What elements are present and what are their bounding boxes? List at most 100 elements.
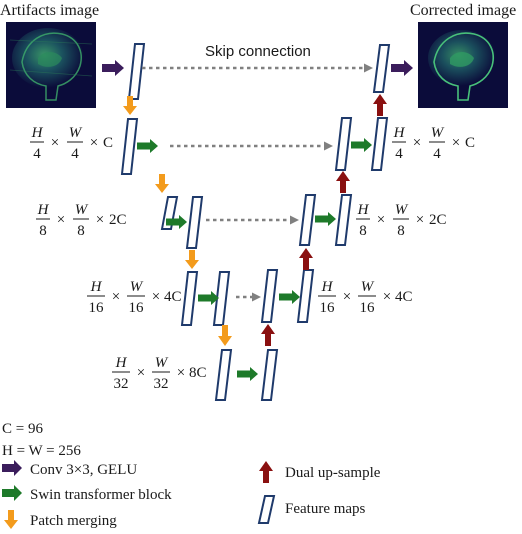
feature-map (370, 117, 389, 171)
skip-arrowhead (252, 292, 261, 302)
svg-text:H: H (115, 355, 128, 371)
feature-map (160, 196, 179, 230)
svg-text:H: H (357, 202, 370, 218)
swin-arrow (137, 139, 158, 153)
upsample-arrow (373, 94, 387, 116)
svg-text:×: × (383, 289, 391, 305)
legend: Conv 3×3, GELU Swin transformer block Pa… (2, 460, 381, 529)
feature-map (296, 269, 315, 323)
feature-map (372, 44, 391, 93)
dimension-label-level-3-left: H 16 × W 16 × 4C (87, 279, 182, 316)
feature-map (334, 194, 353, 246)
svg-text:W: W (155, 355, 169, 371)
conv-arrow (102, 60, 124, 76)
svg-text:8: 8 (359, 223, 367, 239)
svg-text:W: W (431, 125, 445, 141)
svg-text:4: 4 (433, 146, 441, 162)
svg-text:×: × (177, 365, 185, 381)
dimension-label-level-1-right: H 4 × W 4 × C (392, 125, 475, 162)
legend-swin-label: Swin transformer block (30, 487, 172, 503)
merge-arrow (185, 250, 199, 269)
upsample-arrow (336, 171, 350, 193)
svg-text:H: H (90, 279, 103, 295)
conv-arrow (391, 60, 413, 76)
svg-text:×: × (452, 135, 460, 151)
merge-arrow (155, 174, 169, 193)
svg-text:×: × (416, 212, 424, 228)
legend-upsample-arrow-icon (259, 461, 273, 483)
feature-map (260, 349, 279, 401)
dimension-label-level-1-left: H 4 × W 4 × C (30, 125, 113, 162)
svg-text:W: W (69, 125, 83, 141)
svg-text:×: × (152, 289, 160, 305)
legend-conv-label: Conv 3×3, GELU (30, 462, 137, 478)
param-hw: H = W = 256 (2, 443, 81, 459)
input-image-title: Artifacts image (0, 2, 99, 19)
skip-arrowhead (324, 141, 333, 151)
svg-text:×: × (413, 135, 421, 151)
swin-arrow (279, 290, 300, 304)
svg-text:32: 32 (154, 376, 169, 392)
swin-arrow (351, 138, 372, 152)
feature-map (127, 43, 146, 100)
svg-text:H: H (393, 125, 406, 141)
merge-arrow (123, 96, 137, 115)
svg-text:32: 32 (114, 376, 129, 392)
svg-text:H: H (31, 125, 44, 141)
feature-map (298, 194, 317, 246)
legend-conv-arrow-icon (2, 460, 22, 476)
legend-swin-arrow-icon (2, 485, 22, 501)
svg-text:16: 16 (360, 300, 376, 316)
legend-feature-label: Feature maps (285, 501, 366, 517)
svg-text:×: × (377, 212, 385, 228)
svg-text:W: W (130, 279, 144, 295)
dimension-label-level-4: H 32 × W 32 × 8C (112, 355, 207, 392)
swin-arrow (166, 215, 187, 229)
legend-feature-map-icon (257, 495, 276, 524)
skip-connection-label: Skip connection (205, 43, 311, 60)
svg-text:4C: 4C (395, 289, 413, 305)
swin-arrow (315, 212, 336, 226)
legend-upsample-label: Dual up-sample (285, 465, 381, 481)
swin-arrow (198, 291, 219, 305)
svg-text:C: C (465, 135, 475, 151)
swin-arrow (237, 367, 258, 381)
svg-text:W: W (75, 202, 89, 218)
svg-text:H: H (321, 279, 334, 295)
dimension-label-level-3-right: H 16 × W 16 × 4C (318, 279, 413, 316)
feature-map (185, 196, 204, 249)
feature-map (214, 349, 233, 401)
feature-map (260, 269, 279, 323)
svg-text:8C: 8C (189, 365, 207, 381)
artifacts-mri-image (6, 22, 96, 108)
upsample-arrow (261, 324, 275, 346)
skip-arrowhead (364, 63, 373, 73)
dimension-label-level-2-left: H 8 × W 8 × 2C (36, 202, 127, 239)
svg-text:×: × (343, 289, 351, 305)
output-image-title: Corrected image (410, 2, 516, 19)
svg-text:H: H (37, 202, 50, 218)
corrected-mri-image (418, 22, 508, 108)
feature-map (180, 271, 199, 326)
skip-arrowhead (290, 215, 299, 225)
legend-merge-label: Patch merging (30, 513, 117, 529)
svg-text:C: C (103, 135, 113, 151)
svg-text:16: 16 (320, 300, 336, 316)
param-c: C = 96 (2, 421, 43, 437)
svg-text:4: 4 (71, 146, 79, 162)
merge-arrow (218, 325, 232, 346)
svg-text:×: × (51, 135, 59, 151)
svg-text:×: × (112, 289, 120, 305)
legend-merge-arrow-icon (4, 510, 18, 529)
feature-map (334, 117, 353, 171)
svg-text:4C: 4C (164, 289, 182, 305)
svg-text:W: W (361, 279, 375, 295)
svg-text:×: × (57, 212, 65, 228)
svg-text:W: W (395, 202, 409, 218)
svg-text:×: × (96, 212, 104, 228)
svg-text:4: 4 (33, 146, 41, 162)
svg-text:8: 8 (397, 223, 405, 239)
feature-map (120, 118, 139, 175)
svg-text:2C: 2C (429, 212, 447, 228)
